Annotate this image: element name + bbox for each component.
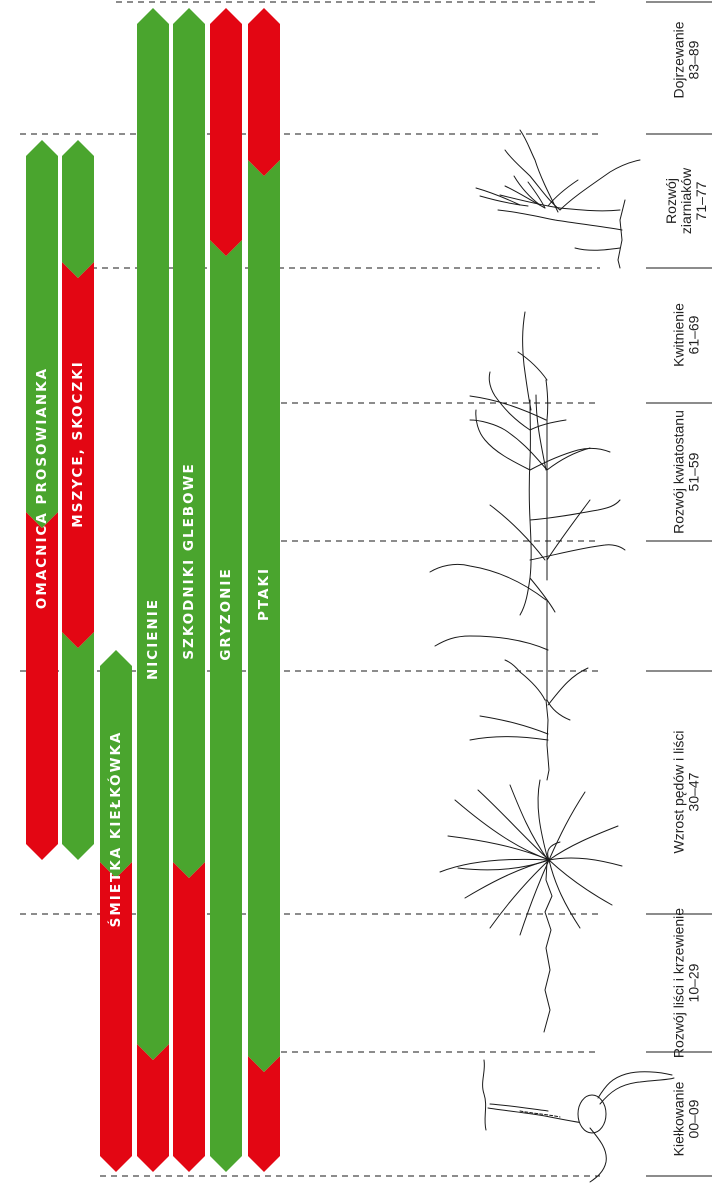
pest-bar-segment-green	[137, 8, 169, 1060]
stage-code: 30–47	[686, 772, 702, 811]
stage-label: Rozwójziarniaków71–77	[663, 167, 709, 234]
stage-code: 51–59	[686, 452, 702, 491]
pest-label-smietka: ŚMIETKA KIEŁKÓWKA	[106, 731, 124, 928]
pest-label-ptaki: PTAKI	[256, 567, 272, 621]
pest-label-omacnica: OMACNICA PROSOWIANKA	[34, 367, 50, 609]
stage-code: 10–29	[686, 963, 702, 1002]
stage-label: Wzrost pędów i liści30–47	[671, 731, 702, 854]
stage-code: 71–77	[693, 181, 709, 220]
stage-code: 61–69	[686, 315, 702, 354]
pest-bar-segment-green	[210, 240, 242, 1172]
pest-label-nicienie: NICIENIE	[145, 598, 161, 680]
stage-name: Dojrzewanie	[671, 21, 687, 98]
stage-label: Dojrzewanie83–89	[671, 21, 702, 98]
pest-bar-segment-red	[173, 862, 205, 1172]
pest-bar-segment-red	[248, 1056, 280, 1172]
pest-bar-segment-red	[137, 1044, 169, 1172]
tillering-plant-illustration	[440, 780, 622, 1032]
pest-bar-segment-green	[173, 8, 205, 878]
stage-name: Rozwój liści i krzewienie	[671, 908, 687, 1058]
stage-name: Kwitnienie	[671, 303, 687, 367]
stem-elongation-plant-illustration	[430, 352, 590, 780]
pest-label-gryzonie: GRYZONIE	[218, 567, 234, 660]
pest-bar-segment-green	[62, 140, 94, 278]
stage-code: 83–89	[686, 40, 702, 79]
grain-development-panicle-illustration	[476, 130, 640, 268]
inflorescence-plant-illustration	[476, 312, 625, 615]
germinating-seed-illustration	[483, 1060, 674, 1182]
stage-label: Kiełkowanie00–09	[671, 1081, 702, 1156]
stage-label: Rozwój liści i krzewienie10–29	[671, 908, 702, 1058]
stage-name: ziarniaków	[678, 167, 694, 234]
stage-labels: Kiełkowanie00–09 Rozwój liści i krzewieni…	[646, 2, 712, 1176]
stage-name: Rozwój kwiatostanu	[671, 410, 687, 534]
pest-bar-segment-red	[210, 8, 242, 256]
stage-label: Kwitnienie61–69	[671, 303, 702, 367]
stage-code: 00–09	[686, 1099, 702, 1138]
pest-bars	[26, 8, 280, 1172]
pest-bar-nicienie	[137, 8, 169, 1172]
pest-bar-segment-red	[248, 8, 280, 176]
stage-label: Rozwój kwiatostanu51–59	[671, 410, 702, 534]
stage-name: Rozwój	[663, 178, 679, 224]
pest-bar-segment-green	[62, 632, 94, 860]
stage-name: Wzrost pędów i liści	[671, 731, 687, 854]
pest-label-mszyce: MSZYCE, SKOCZKI	[70, 360, 86, 527]
stage-name: Kiełkowanie	[671, 1081, 687, 1156]
pest-label-szkodniki: SZKODNIKI GLEBOWE	[181, 462, 197, 659]
